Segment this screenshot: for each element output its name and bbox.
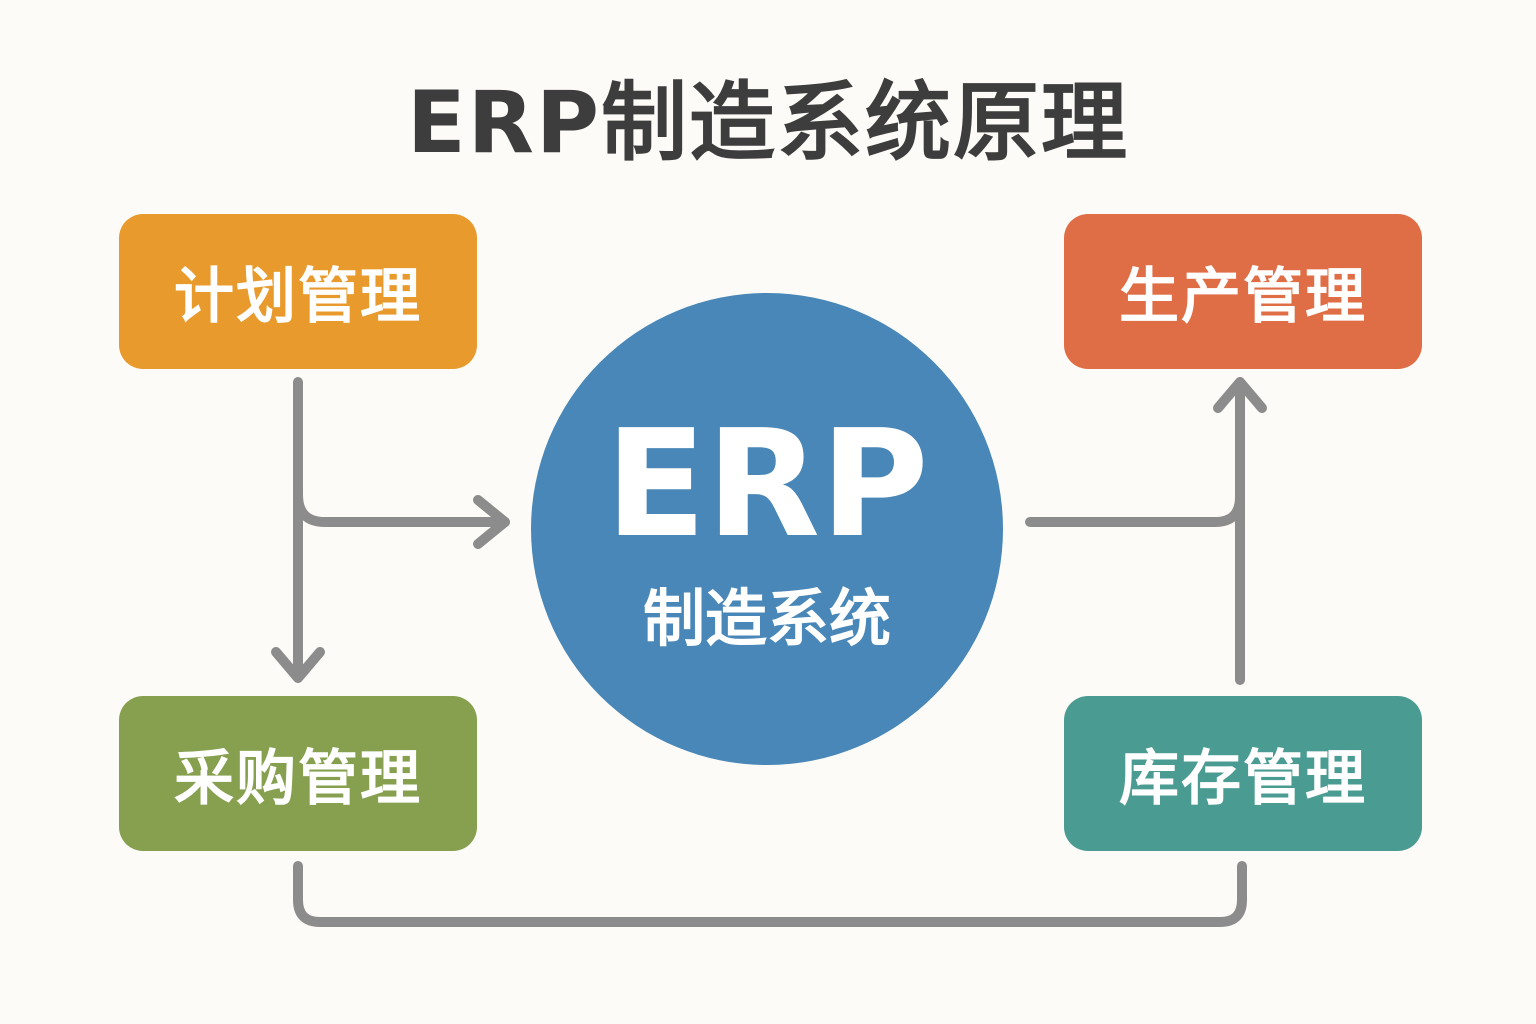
connector-planning-to-erp xyxy=(293,490,510,527)
module-label: 生产管理 xyxy=(1119,262,1367,332)
module-label: 库存管理 xyxy=(1119,744,1367,814)
connector-erp-to-production xyxy=(1025,492,1245,527)
erp-core-label: ERP xyxy=(605,398,929,570)
module-label: 采购管理 xyxy=(174,744,422,814)
connector-purchasing-to-inventory xyxy=(293,861,1247,927)
module-label: 计划管理 xyxy=(174,262,422,332)
module-planning: 计划管理 xyxy=(119,214,477,369)
arrowhead-to-erp xyxy=(473,495,510,549)
diagram-title: ERP制造系统原理 xyxy=(407,73,1129,173)
module-purchasing: 采购管理 xyxy=(119,696,477,851)
module-production: 生产管理 xyxy=(1064,214,1422,369)
module-inventory: 库存管理 xyxy=(1064,696,1422,851)
arrowhead-to-purchasing xyxy=(271,647,325,683)
arrowhead-to-production xyxy=(1213,377,1267,413)
erp-core-sublabel: 制造系统 xyxy=(642,582,891,655)
erp-core-circle: ERP 制造系统 xyxy=(531,293,1003,765)
